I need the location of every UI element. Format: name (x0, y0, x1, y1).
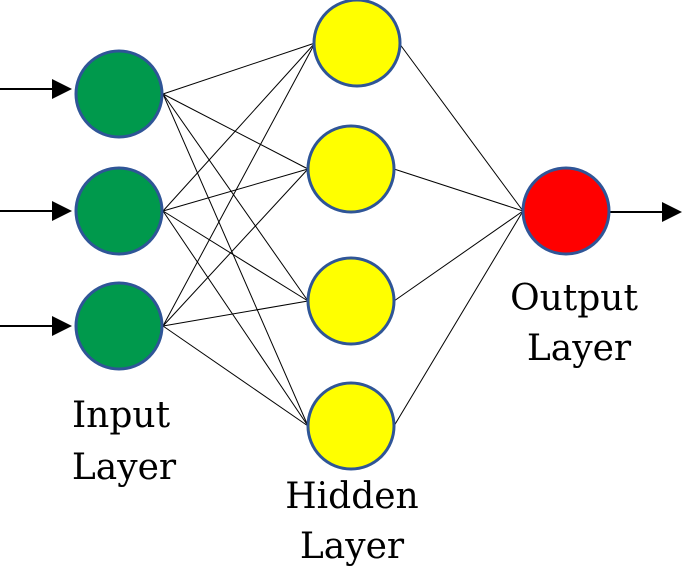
hidden-output-connections (393, 42, 524, 427)
output-label-line2: Layer (527, 328, 632, 369)
output-layer-label: Output Layer (510, 278, 638, 369)
hidden-label-line1: Hidden (285, 476, 419, 517)
hidden-layer-label: Hidden Layer (285, 476, 419, 567)
input-label-line2: Layer (72, 447, 177, 488)
edge-hidden1-output (398, 42, 524, 212)
hidden-node-1 (312, 0, 402, 88)
edge-input1-hidden1 (162, 42, 316, 95)
edge-input2-hidden3 (162, 210, 309, 302)
hidden-label-line2: Layer (300, 526, 405, 567)
input-node-3 (74, 281, 164, 371)
input-hidden-connections (162, 42, 316, 427)
edge-input1-hidden4 (162, 93, 309, 427)
hidden-node-2 (306, 124, 396, 214)
hidden-node-4 (306, 381, 396, 471)
edge-input3-hidden1 (162, 42, 316, 327)
hidden-node-3 (306, 256, 396, 346)
edge-input2-hidden1 (162, 42, 316, 212)
edge-input3-hidden3 (162, 300, 309, 327)
hidden-layer-nodes (306, 0, 402, 471)
edge-input1-hidden3 (162, 93, 309, 302)
edge-hidden3-output (393, 210, 524, 302)
input-layer-nodes (74, 49, 164, 371)
edge-hidden4-output (393, 210, 524, 427)
edge-input3-hidden4 (162, 325, 309, 427)
input-node-2 (74, 166, 164, 256)
input-label-line1: Input (72, 395, 171, 436)
input-layer-label: Input Layer (72, 395, 177, 488)
output-label-line1: Output (510, 278, 638, 319)
edge-input2-hidden4 (162, 210, 309, 427)
input-arrows (0, 79, 72, 336)
edge-hidden2-output (393, 168, 524, 212)
input-node-1 (74, 49, 164, 139)
output-node (521, 166, 611, 256)
edge-input3-hidden2 (162, 168, 309, 327)
